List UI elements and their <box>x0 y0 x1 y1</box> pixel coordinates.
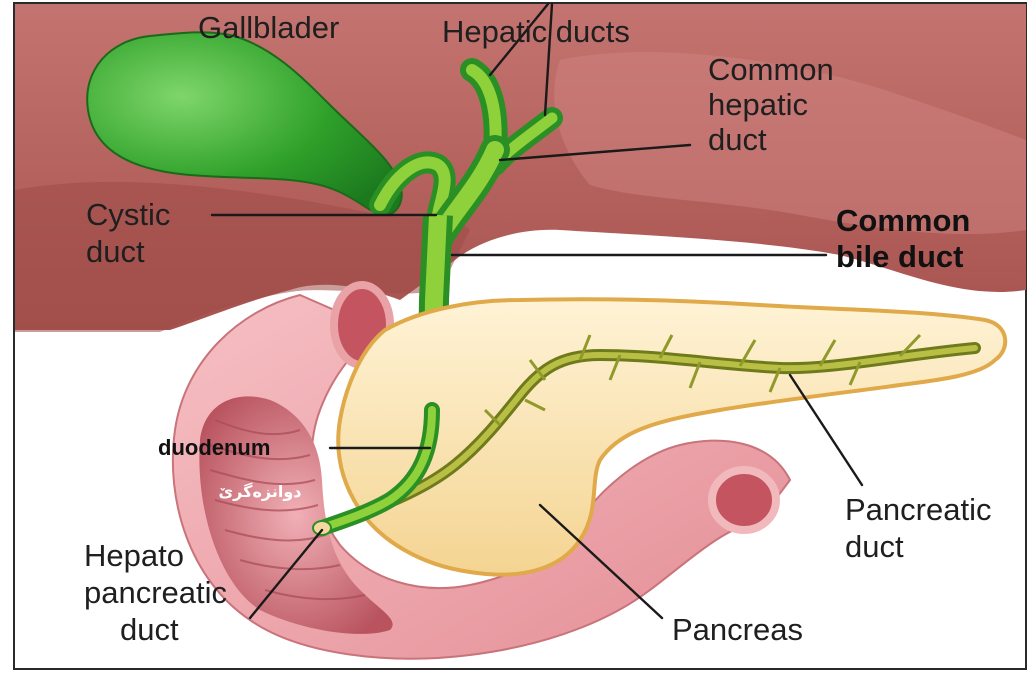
label-common-bile-duct-line1: Common <box>836 203 970 238</box>
label-duodenum-kurdish: دوانزەگرێ <box>219 482 302 501</box>
label-common-hepatic-duct-line3: duct <box>708 122 767 157</box>
duodenum-opening-right <box>712 470 776 530</box>
label-common-bile-duct-line2: bile duct <box>836 239 963 274</box>
label-pancreas: Pancreas <box>672 612 803 647</box>
label-common-hepatic-duct-line1: Common <box>708 52 834 87</box>
label-hepatic-ducts: Hepatic ducts <box>442 14 630 49</box>
label-gallbladder: Gallblader <box>198 10 339 45</box>
label-cystic-duct-line1: Cystic <box>86 197 170 232</box>
label-pancreatic-duct-line2: duct <box>845 529 904 564</box>
label-cystic-duct-line2: duct <box>86 234 145 269</box>
label-hepatopancreatic-duct-line1: Hepato <box>84 538 184 573</box>
label-common-hepatic-duct-line2: hepatic <box>708 87 808 122</box>
label-hepatopancreatic-duct-line3: duct <box>120 612 179 647</box>
hepatopancreatic-ampulla <box>313 521 331 535</box>
label-hepatopancreatic-duct-line2: pancreatic <box>84 575 227 610</box>
label-pancreatic-duct-line1: Pancreatic <box>845 492 991 527</box>
label-duodenum: duodenum <box>158 435 270 460</box>
